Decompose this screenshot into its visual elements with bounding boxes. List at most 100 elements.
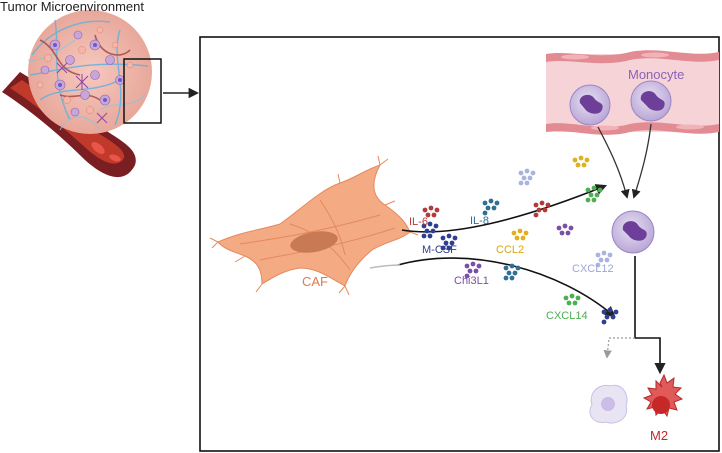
cytokine-dot (518, 170, 524, 176)
cxcl12-label: CXCL12 (572, 263, 614, 275)
cytokine-dot (601, 309, 607, 315)
cytokine-dot (575, 295, 581, 301)
cytokine-dot (506, 270, 512, 276)
secretion-arrow-lower-start (369, 264, 401, 269)
cytokine-dot (446, 233, 452, 239)
cytokine-dot (545, 202, 551, 208)
cytokine-dot (559, 230, 565, 236)
cytokine-dot (523, 230, 529, 236)
cytokine-dot (539, 200, 545, 206)
cytokine-dot (421, 233, 427, 239)
cxcl14-label: CXCL14 (546, 310, 588, 322)
cytokine-dot (556, 225, 562, 231)
cytokine-dot (464, 263, 470, 269)
cytokine-dots (421, 155, 619, 325)
cytokine-dot (476, 263, 482, 269)
monocyte-in-vessel-2 (630, 80, 672, 122)
cytokine-dot (503, 265, 509, 271)
cytokine-dot (598, 257, 604, 263)
cytokine-dot (440, 245, 446, 251)
cytokine-dot (575, 162, 581, 168)
cytokine-dot (473, 268, 479, 274)
cytokine-dot (427, 233, 433, 239)
macrophage-alt (589, 384, 628, 424)
cytokine-dot (427, 221, 433, 227)
cytokine-dot (595, 262, 601, 268)
cytokine-dot (521, 175, 527, 181)
cytokine-dot (443, 240, 449, 246)
recruited-monocyte (611, 210, 655, 254)
cytokine-dot (470, 261, 476, 267)
cytokine-dot (421, 223, 427, 229)
cytokine-dot (585, 187, 591, 193)
caf-cell (209, 155, 419, 296)
cytokine-dot (509, 275, 515, 281)
cytokine-dot (440, 235, 446, 241)
cytokine-dot (452, 235, 458, 241)
cytokine-dot (467, 268, 473, 274)
cytokine-dot (449, 240, 455, 246)
cytokine-dot (594, 192, 600, 198)
cytokine-dot (482, 210, 488, 216)
recruit-arrow-2 (631, 123, 652, 199)
cytokine-dot (563, 295, 569, 301)
cytokine-dot (588, 192, 594, 198)
cytokine-dot (524, 180, 530, 186)
cytokine-dot (607, 307, 613, 313)
recruit-arrow-1 (597, 126, 630, 199)
cytokine-dot (613, 309, 619, 315)
cytokine-dot (485, 205, 491, 211)
cytokine-dot (422, 207, 428, 213)
cytokine-dot (464, 273, 470, 279)
cytokine-dot (572, 157, 578, 163)
cytokine-dot (604, 257, 610, 263)
cytokine-dot (591, 185, 597, 191)
figure-title: Tumor Microenvironment (0, 0, 145, 14)
cytokine-dot (433, 223, 439, 229)
cytokine-dot (431, 212, 437, 218)
cytokine-dot (533, 202, 539, 208)
il6-label: IL-6 (409, 216, 428, 228)
cytokine-dot (425, 212, 431, 218)
cytokine-dot (595, 252, 601, 258)
cytokine-dot (536, 207, 542, 213)
cytokine-dot (491, 205, 497, 211)
zoom-box (123, 58, 162, 124)
cytokine-dot (512, 270, 518, 276)
cytokine-dot (591, 197, 597, 203)
secretion-arrow-upper (401, 184, 608, 233)
cytokine-dot (524, 168, 530, 174)
cytokine-dot (578, 155, 584, 161)
cytokine-dot (511, 230, 517, 236)
cytokine-dot (503, 275, 509, 281)
ccl2-label: CCL2 (496, 244, 525, 256)
tumor-thumbnail (2, 10, 162, 178)
cytokine-dot (610, 314, 616, 320)
cytokine-dot (597, 187, 603, 193)
monocyte-in-vessel-1 (569, 84, 611, 126)
chi3l1-label: Chi3L1 (454, 275, 489, 287)
m2-label: M2 (650, 428, 669, 443)
cytokine-dot (518, 180, 524, 186)
cytokine-dot (488, 198, 494, 204)
m2-macrophage (642, 373, 684, 418)
monocyte-label: Monocyte (628, 67, 685, 82)
cytokine-dot (482, 200, 488, 206)
cytokine-dot (517, 228, 523, 234)
cytokine-dot (566, 300, 572, 306)
cytokine-dot (565, 230, 571, 236)
caf-label: CAF (302, 274, 328, 289)
mcsf-label: M-CSF (422, 244, 457, 256)
cytokine-dot (585, 197, 591, 203)
cytokine-dot (514, 235, 520, 241)
cytokine-dot (604, 314, 610, 320)
cytokine-dot (446, 245, 452, 251)
cytokine-dot (434, 207, 440, 213)
cytokine-dot (527, 175, 533, 181)
cytokine-dot (581, 162, 587, 168)
cytokine-dot (533, 212, 539, 218)
cytokine-dot (572, 300, 578, 306)
cytokine-dot (428, 205, 434, 211)
cytokine-dot (515, 265, 521, 271)
